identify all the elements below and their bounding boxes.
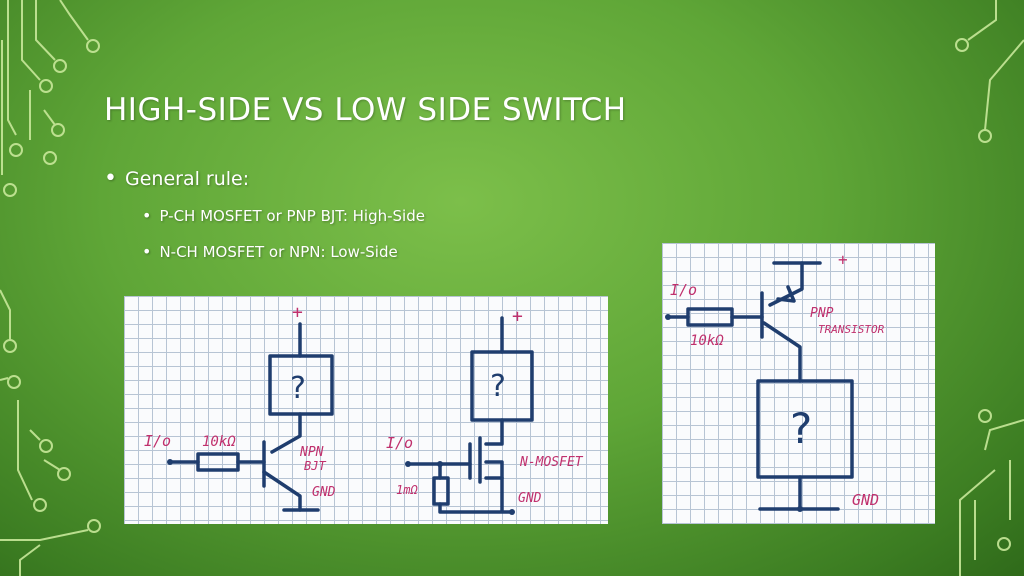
mosfet-input-node <box>405 461 411 467</box>
npn-input-label: I/o <box>144 432 171 450</box>
pnp-ground-label: GND <box>852 491 879 509</box>
bullet-high-side: • P-CH MOSFET or PNP BJT: High-Side <box>142 206 425 225</box>
bullet-dot: • <box>142 242 152 261</box>
pnp-resistor <box>686 307 734 327</box>
high-side-schematic: + I/o 10kΩ PNP TRANSISTOR ? GND <box>665 250 885 512</box>
npn-resistor <box>196 452 240 472</box>
bullet-general-rule: • General rule: <box>104 166 249 191</box>
bullet-text: General rule: <box>124 168 250 190</box>
pnp-device-label: PNP <box>810 306 834 321</box>
npn-input-node <box>167 459 173 465</box>
pnp-supply-label: + <box>838 250 848 269</box>
npn-device2-label: BJT <box>304 459 326 473</box>
npn-supply-label: + <box>292 302 303 323</box>
pnp-input-node <box>665 314 671 320</box>
mosfet-input-label: I/o <box>386 434 413 452</box>
pnp-resistor-label: 10kΩ <box>690 333 724 349</box>
high-side-switch-sketch: + I/o 10kΩ PNP TRANSISTOR ? GND <box>662 243 935 524</box>
pnp-input-label: I/o <box>670 281 697 299</box>
mosfet-ground-label: GND <box>518 491 542 506</box>
pnp-device2-label: TRANSISTOR <box>818 323 885 336</box>
npn-circuit: + ? I/o 10kΩ NPN BJT GND <box>144 302 336 512</box>
bullet-dot: • <box>104 166 117 191</box>
npn-collector-wire <box>270 412 302 454</box>
low-side-switch-sketch: + ? I/o 10kΩ NPN BJT GND + <box>124 296 608 524</box>
bullet-text: P-CH MOSFET or PNP BJT: High-Side <box>159 207 425 225</box>
bullet-text: N-CH MOSFET or NPN: Low-Side <box>159 243 398 261</box>
pnp-emitter-arrow <box>776 285 796 303</box>
pnp-load-box <box>756 379 854 479</box>
mosfet-load-label: ? <box>490 369 506 404</box>
slide-title: HIGH-SIDE VS LOW SIDE SWITCH <box>104 92 627 128</box>
npn-resistor-label: 10kΩ <box>202 434 236 450</box>
low-side-schematic: + ? I/o 10kΩ NPN BJT GND + <box>144 302 584 515</box>
mosfet-source-wire <box>484 460 504 480</box>
mosfet-pulldown-label: 1mΩ <box>396 483 418 497</box>
mosfet-drain-wire <box>484 418 504 446</box>
mosfet-device-label: N-MOSFET <box>519 455 584 470</box>
mosfet-circuit: + ? I/o 1mΩ N-MOSFET GND <box>386 306 584 515</box>
mosfet-ground-node <box>509 509 515 515</box>
pnp-load-label: ? <box>790 404 812 453</box>
mosfet-ground-bus <box>438 502 514 514</box>
npn-emitter-wire <box>262 470 302 512</box>
npn-ground-label: GND <box>312 485 336 500</box>
bullet-dot: • <box>142 206 152 225</box>
mosfet-pulldown-resistor <box>432 476 450 506</box>
npn-device-label: NPN <box>299 445 324 460</box>
bullet-low-side: • N-CH MOSFET or NPN: Low-Side <box>142 242 398 261</box>
mosfet-supply-label: + <box>512 306 523 327</box>
npn-load-label: ? <box>290 371 306 406</box>
pnp-collector-wire <box>762 321 802 383</box>
pnp-ground-node <box>797 506 803 512</box>
